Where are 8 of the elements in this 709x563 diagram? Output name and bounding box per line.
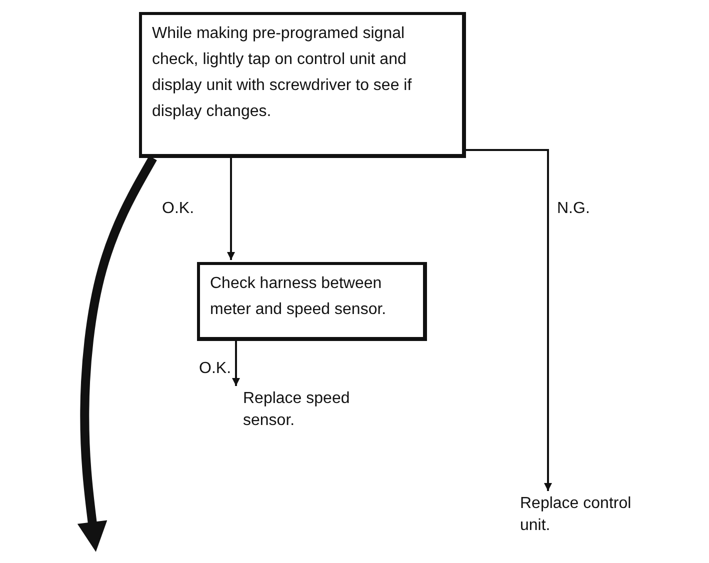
arrow bbox=[232, 341, 240, 386]
process-box: Check harness between meter and speed sensor. bbox=[197, 262, 427, 341]
arrow bbox=[466, 149, 552, 491]
result-text: Replace speed sensor. bbox=[243, 388, 373, 432]
curved-arrow bbox=[77, 156, 157, 552]
arrow bbox=[227, 158, 235, 260]
process-box: While making pre-programed signal check, lightly tap on control unit and display unit with screwdriver to see if display changes. bbox=[139, 12, 466, 158]
result-text: Replace control unit. bbox=[520, 493, 660, 537]
